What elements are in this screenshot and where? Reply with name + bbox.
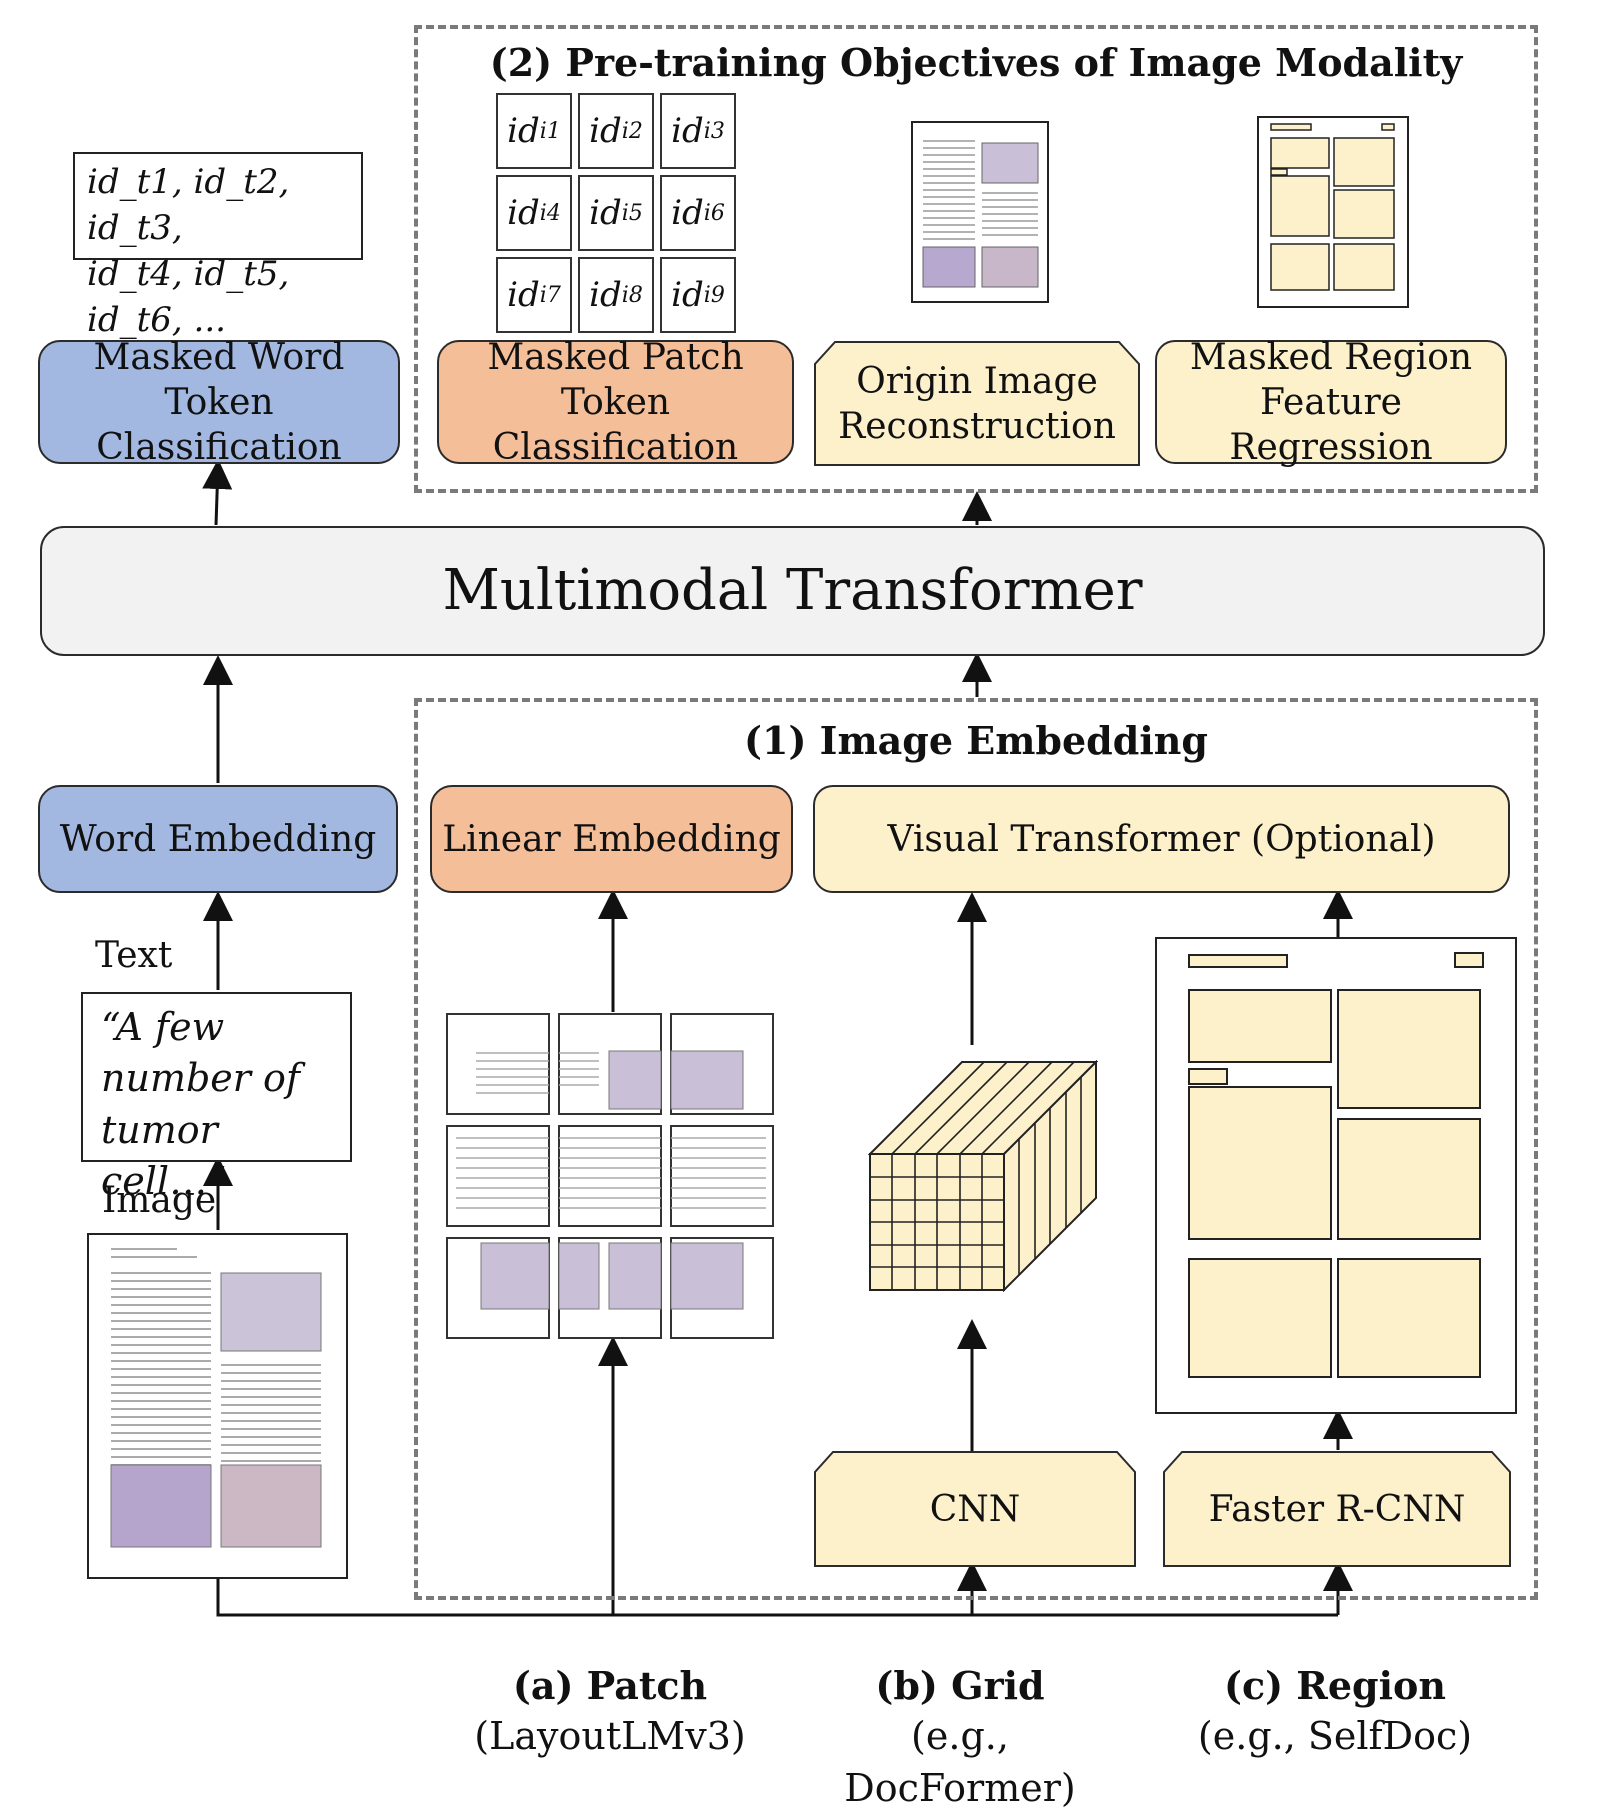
cnn: CNN <box>929 1488 1021 1530</box>
patch-id-subscript: i2 <box>621 118 643 144</box>
multimodal-transformer: Multimodal Transformer <box>40 526 1545 656</box>
caption-grid: (b) Grid (e.g., DocFormer) <box>790 1660 1130 1814</box>
feature-grid-cube <box>868 1060 1098 1292</box>
patch-id-subscript: i5 <box>621 200 643 226</box>
faster-rcnn-shape <box>1163 1451 1511 1567</box>
text-quote: “A few number of tumor cell…” <box>101 1005 300 1203</box>
cnn-shape <box>814 1451 1136 1567</box>
visual-transformer: Visual Transformer (Optional) <box>813 785 1510 893</box>
patch-id-base: id <box>507 111 540 151</box>
patch-id-subscript: i3 <box>703 118 725 144</box>
patch-id-subscript: i8 <box>621 282 643 308</box>
patch-id-base: id <box>671 193 704 233</box>
text-token-ids-line2: id_t4, id_t5, id_t6, ... <box>87 253 290 340</box>
caption-region: (c) Region (e.g., SelfDoc) <box>1165 1660 1505 1763</box>
patch-id-base: id <box>589 193 622 233</box>
patch-split-document <box>446 1013 774 1339</box>
patch-id-base: id <box>671 275 704 315</box>
origin-document-thumbnail <box>911 121 1049 303</box>
caption-patch: (a) Patch (LayoutLMv3) <box>440 1660 780 1763</box>
pretraining-title: (2) Pre-training Objectives of Image Mod… <box>489 40 1463 85</box>
patch-id-base: id <box>507 275 540 315</box>
patch-id-subscript: i9 <box>703 282 725 308</box>
caption-grid-title: (b) Grid <box>875 1663 1045 1708</box>
masked-region-feature-regression: Masked Region Feature Regression <box>1155 337 1507 468</box>
image-embedding-group <box>414 698 1538 1600</box>
input-document-image <box>87 1233 348 1579</box>
masked-word-token-classification: Masked Word Token Classification <box>38 337 400 468</box>
caption-grid-sub: (e.g., DocFormer) <box>844 1714 1076 1810</box>
region-detection-layout <box>1155 937 1517 1414</box>
caption-region-title: (c) Region <box>1223 1663 1447 1708</box>
origin-image-reconstruction-shape <box>814 341 1140 466</box>
linear-embedding: Linear Embedding <box>430 785 793 893</box>
image-embedding-title: (1) Image Embedding <box>744 718 1208 763</box>
bottom-bus <box>216 1578 1338 1617</box>
patch-id-subscript: i1 <box>539 118 561 144</box>
text-token-ids-line1: id_t1, id_t2, id_t3, <box>87 162 290 248</box>
region-layout-thumbnail <box>1257 116 1409 308</box>
origin-image-reconstruction: Origin Image Reconstruction <box>838 360 1116 447</box>
patch-id-subscript: i6 <box>703 200 725 226</box>
arrow-masked-word-up <box>202 459 233 526</box>
patch-id-base: id <box>507 193 540 233</box>
image-label: Image <box>102 1180 217 1221</box>
masked-patch-token-classification: Masked Patch Token Classification <box>437 337 794 468</box>
pretraining-group <box>414 25 1538 493</box>
text-label: Text <box>95 935 173 976</box>
caption-patch-title: (a) Patch <box>512 1663 708 1708</box>
patch-id-base: id <box>589 275 622 315</box>
caption-region-sub: (e.g., SelfDoc) <box>1197 1714 1473 1759</box>
text-token-ids: id_t1, id_t2, id_t3, id_t4, id_t5, id_t6… <box>73 152 363 340</box>
patch-id-subscript: i7 <box>539 282 561 308</box>
patch-id-subscript: i4 <box>539 200 561 226</box>
word-embedding: Word Embedding <box>38 785 398 893</box>
patch-id-base: id <box>671 111 704 151</box>
caption-patch-sub: (LayoutLMv3) <box>474 1714 746 1759</box>
faster-rcnn: Faster R-CNN <box>1208 1488 1466 1530</box>
text-quote-box: “A few number of tumor cell…” <box>81 992 352 1203</box>
patch-id-base: id <box>589 111 622 151</box>
